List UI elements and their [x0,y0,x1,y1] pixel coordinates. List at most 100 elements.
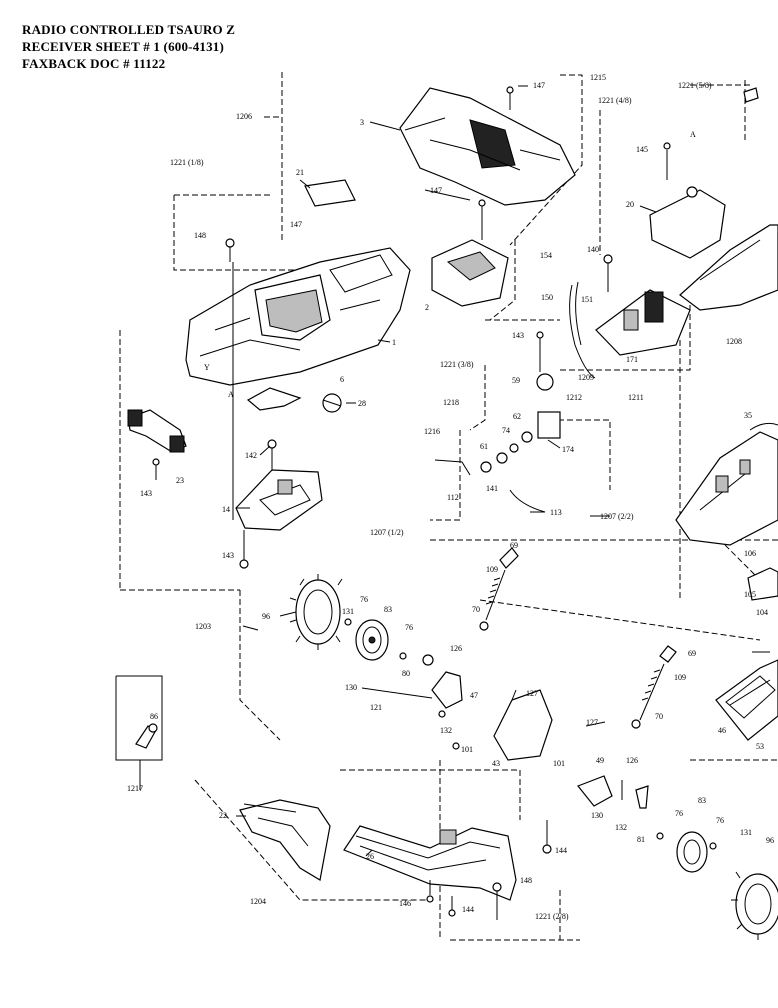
label-80: 80 [402,669,410,678]
label-109: 109 [674,673,686,682]
label-1215: 1215 [590,73,606,82]
center-linkage-parts [434,331,561,513]
label-154: 154 [540,251,552,260]
label-49: 49 [596,756,604,765]
rear-suspension-parts [577,645,778,940]
label-101: 101 [461,745,473,754]
label-104: 104 [756,608,768,617]
label-148: 148 [520,876,532,885]
label-a: A [690,130,696,139]
label-70: 70 [472,605,480,614]
label-146: 146 [399,899,411,908]
label-174: 174 [562,445,574,454]
label-1221-2-8: 1221 (2/8) [535,912,569,921]
label-76: 76 [675,809,683,818]
label-1212: 1212 [566,393,582,402]
label-20: 20 [626,200,634,209]
label-126: 126 [450,644,462,653]
leader-lines [236,85,770,857]
label-143: 143 [512,331,524,340]
label-148: 148 [194,231,206,240]
label-1209: 1209 [578,373,594,382]
label-150: 150 [541,293,553,302]
doc-title-line-1: RADIO CONTROLLED TSAURO Z [22,22,236,37]
label-1221-3-8: 1221 (3/8) [440,360,474,369]
label-132: 132 [440,726,452,735]
label-43: 43 [492,759,500,768]
label-147: 147 [290,220,302,229]
label-142: 142 [245,451,257,460]
label-1217: 1217 [127,784,143,793]
label-53: 53 [756,742,764,751]
label-74: 74 [502,426,510,435]
label-171: 171 [626,355,638,364]
label-1: 1 [392,338,396,347]
label-151: 151 [581,295,593,304]
label-113: 113 [550,508,562,517]
label-1208: 1208 [726,337,742,346]
right-side-panel-46 [715,659,778,741]
label-147: 147 [430,186,442,195]
label-83: 83 [698,796,706,805]
label-143: 143 [140,489,152,498]
label-1218: 1218 [443,398,459,407]
front-suspension-parts [289,547,553,761]
label-2: 2 [425,303,429,312]
label-143: 143 [222,551,234,560]
left-side-small-parts [127,238,342,520]
label-130: 130 [345,683,357,692]
label-6: 6 [340,375,344,384]
label-26: 26 [366,852,374,861]
label-14: 14 [222,505,230,514]
assembly-group-outlines [115,72,778,941]
label-1207-2-2: 1207 (2/2) [600,512,634,521]
label-1203: 1203 [195,622,211,631]
label-76: 76 [716,816,724,825]
doc-title-line-2: RECEIVER SHEET # 1 (600-4131) [22,39,225,54]
label-69: 69 [688,649,696,658]
label-a: A [228,390,234,399]
label-59: 59 [512,376,520,385]
label-1216: 1216 [424,427,440,436]
label-127: 127 [526,689,538,698]
bumper-part-22 [239,799,331,881]
label-81: 81 [637,835,645,844]
label-141: 141 [486,484,498,493]
label-70: 70 [655,712,663,721]
doc-title-line-3: FAXBACK DOC # 11122 [22,56,166,71]
right-mid-assembly-35 [675,422,778,601]
label-83: 83 [384,605,392,614]
label-132: 132 [615,823,627,832]
label-101: 101 [553,759,565,768]
label-127: 127 [586,718,598,727]
label-86: 86 [150,712,158,721]
chassis-right-part-20 [649,87,778,311]
skid-plate-part-26 [343,820,552,920]
label-22: 22 [219,811,227,820]
label-1211: 1211 [628,393,644,402]
callout-labels: 1206 1215 147 3 1221 (4/8) 1221 (5/8) 12… [127,73,774,921]
label-62: 62 [513,412,521,421]
label-96: 96 [766,836,774,845]
label-1221-4-8: 1221 (4/8) [598,96,632,105]
label-1221-1-8: 1221 (1/8) [170,158,204,167]
label-144: 144 [462,905,474,914]
label-21: 21 [296,168,304,177]
label-147: 147 [533,81,545,90]
label-1204: 1204 [250,897,266,906]
label-69: 69 [510,541,518,550]
label-1221-5-8: 1221 (5/8) [678,81,712,90]
label-106: 106 [744,549,756,558]
label-131: 131 [342,607,354,616]
label-46: 46 [718,726,726,735]
label-96: 96 [262,612,270,621]
label-131: 131 [740,828,752,837]
label-144: 144 [555,846,567,855]
label-23: 23 [176,476,184,485]
clip-part-86 [135,723,158,790]
label-76: 76 [360,595,368,604]
wing-mount-parts [304,86,514,307]
label-1207-1-2: 1207 (1/2) [370,528,404,537]
